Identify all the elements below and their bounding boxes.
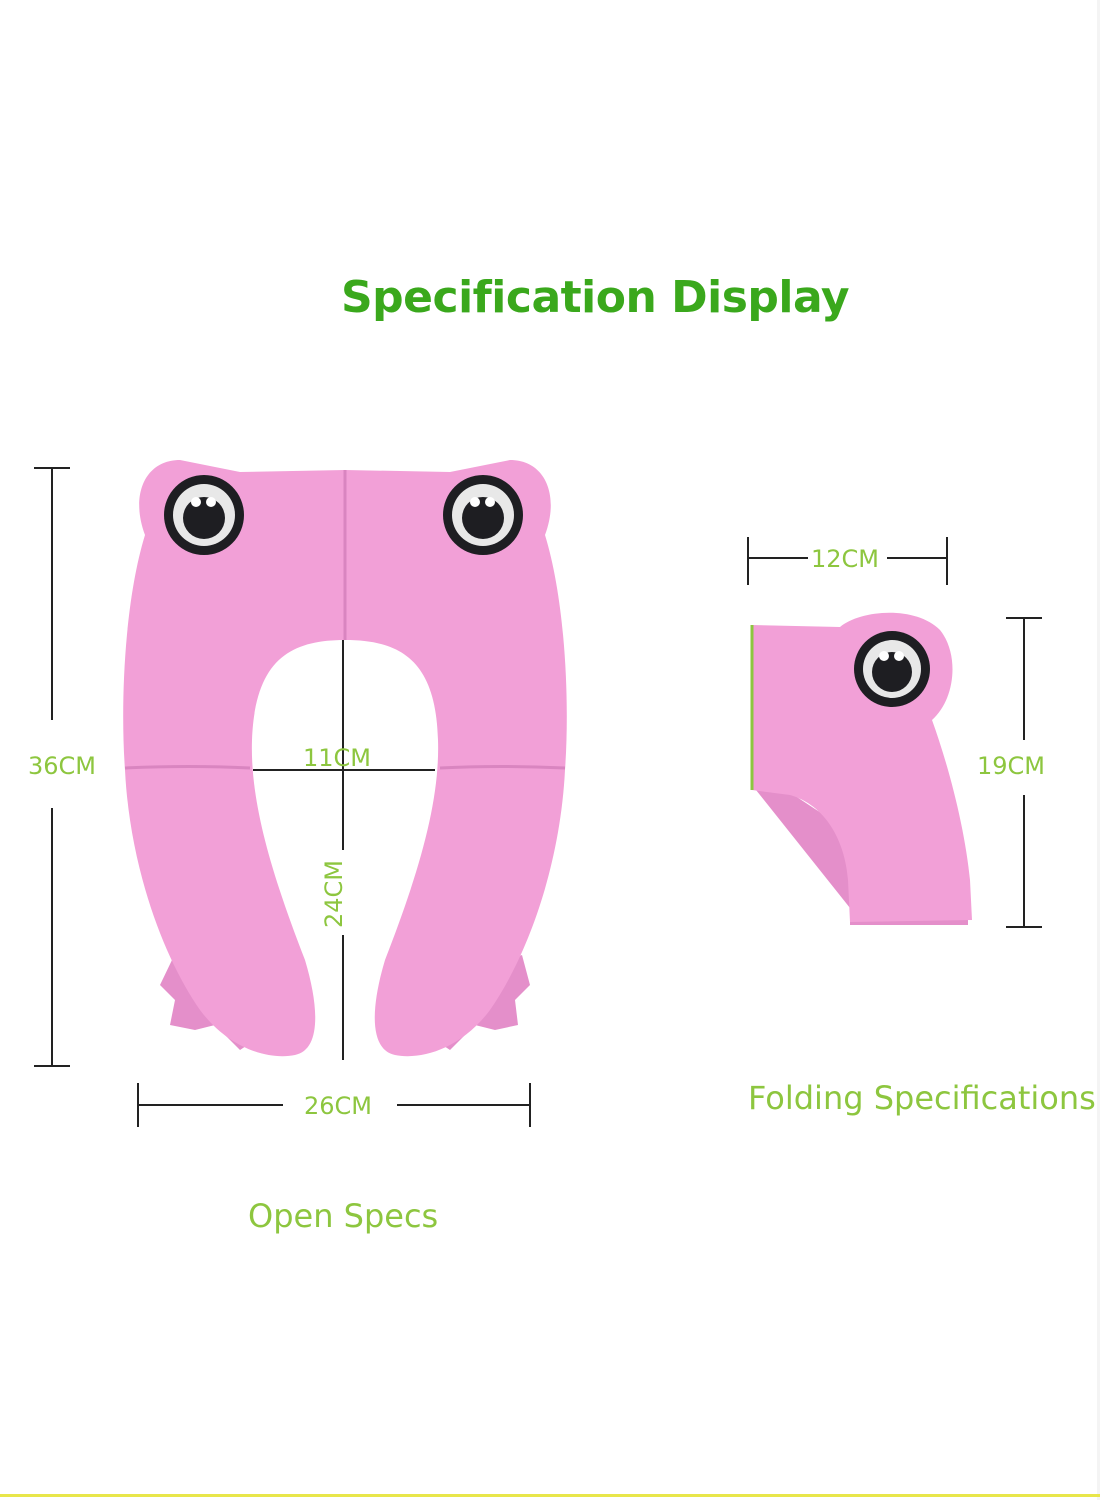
frog-eye-folded-icon [854, 631, 930, 707]
folded-width-label: 12CM [811, 545, 880, 573]
open-width-label: 26CM [304, 1092, 373, 1120]
page-title: Specification Display [340, 272, 850, 323]
frog-eye-left-icon [164, 475, 244, 555]
right-edge-divider [1097, 0, 1100, 1500]
folded-height-label: 19CM [977, 752, 1046, 780]
open-height-label: 36CM [28, 752, 97, 780]
folded-seat-dimension-lines [747, 537, 1042, 928]
open-seat-image [123, 460, 567, 1057]
open-specs-caption: Open Specs [248, 1197, 439, 1235]
opening-width-label: 11CM [303, 744, 372, 772]
open-seat-dimension-lines [34, 467, 531, 1127]
opening-length-label: 24CM [320, 859, 349, 929]
frog-eye-right-icon [443, 475, 523, 555]
bottom-edge-divider [0, 1494, 1100, 1497]
folding-specs-caption: Folding Specifications [748, 1079, 1096, 1117]
folded-seat-image [750, 612, 972, 925]
